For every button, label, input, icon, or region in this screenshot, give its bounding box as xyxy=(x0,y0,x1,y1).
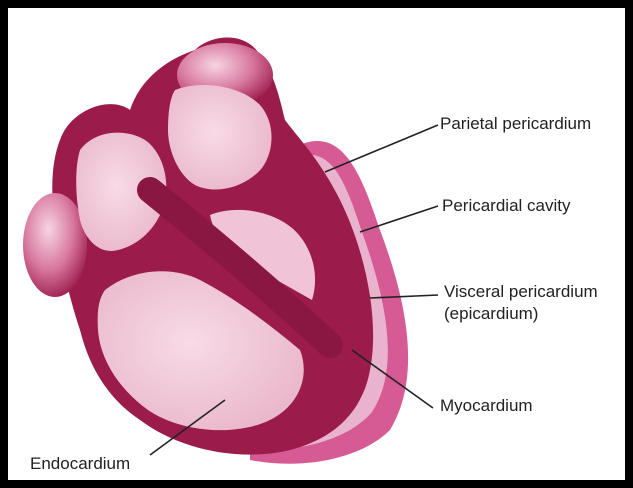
label-epicardium: (epicardium) xyxy=(444,304,538,324)
leader-line-parietal xyxy=(325,125,438,172)
label-visceral-pericardium: Visceral pericardium xyxy=(444,282,598,302)
label-pericardial-cavity: Pericardial cavity xyxy=(442,196,571,216)
left-vessel xyxy=(23,193,87,297)
label-endocardium: Endocardium xyxy=(30,454,130,474)
label-myocardium: Myocardium xyxy=(440,396,533,416)
label-parietal-pericardium: Parietal pericardium xyxy=(440,114,591,134)
